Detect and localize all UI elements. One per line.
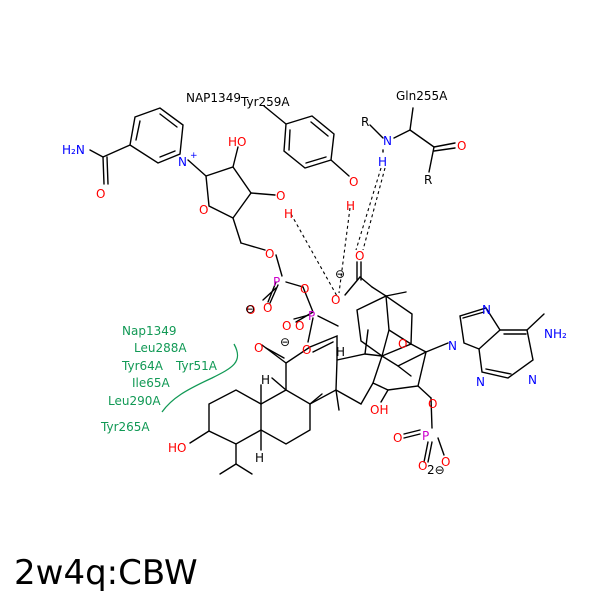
residue-tyr259: Tyr259A — [240, 95, 290, 109]
phosphate-charge: 2⊖ — [427, 463, 445, 477]
residue-ile65: Ile65A — [132, 376, 171, 390]
residue-nap-top: NAP1349 — [186, 91, 241, 105]
adenine-amino-group: NH₂ — [544, 327, 567, 341]
linker-oxygen: O — [265, 247, 274, 261]
carboxylate-charge: ⊖ — [335, 267, 345, 281]
carboxylate-upper-oxygen: O — [355, 249, 364, 263]
steroid-hydrogen-upper: H — [336, 345, 345, 359]
ribose-2-hydrogen: H — [284, 207, 293, 221]
ribose-2-oxygen: O — [276, 189, 285, 203]
residue-tyr64: Tyr64A — [121, 359, 164, 373]
residue-leu290: Leu290A — [108, 394, 161, 408]
steroid-3-hydroxyl: HO — [168, 441, 186, 455]
phosphate-1-anionic-oxygen: O — [246, 303, 255, 317]
ribose-ring-oxygen: O — [199, 203, 208, 217]
steroid-hydrogen-lower: H — [255, 451, 264, 465]
residue-nap-arc: Nap1349 — [122, 324, 177, 338]
steroid-hydrogen-middle: H — [261, 373, 270, 387]
furanose-oxygen: O — [398, 337, 407, 351]
carboxylate-lower-oxygen: O — [331, 293, 340, 307]
residue-labels: NAP1349 Tyr259A Gln255A Nap1349 Leu288A … — [100, 89, 448, 434]
phosphate-1-double-oxygen: O — [263, 301, 272, 315]
phosphorus-2: P — [308, 309, 315, 323]
phosphate-left-oxygen: O — [393, 431, 402, 445]
adenine-n1: N — [528, 373, 537, 387]
structure-caption: 2w4q:CBW — [14, 553, 198, 593]
glutamine-r-group-2: R — [424, 173, 432, 187]
bridging-oxygen: O — [300, 282, 309, 296]
glutamine-nitrogen: N — [383, 134, 392, 148]
adenine-n7: N — [482, 303, 491, 317]
ketone-oxygen: O — [254, 341, 263, 355]
hydrophobic-contact-arc — [161, 343, 239, 413]
phosphate-2-double-oxygen: O — [282, 319, 291, 333]
adenine-n3: N — [476, 375, 485, 389]
atom-labels: H₂N O N + HO O O H O P O O ⊖ O P O O ⊖ O… — [62, 115, 567, 477]
residue-leu288: Leu288A — [134, 341, 187, 355]
phosphate-ester-oxygen: O — [428, 397, 437, 411]
phosphate-right-oxygen: O — [441, 455, 450, 469]
amide-nh2-label: H₂N — [62, 143, 85, 157]
glutamine-r-group-1: R — [361, 115, 369, 129]
tyrosine-oxygen: O — [349, 175, 358, 189]
nicotinamide-plus-charge: + — [190, 151, 198, 161]
glutamine-carbonyl-oxygen: O — [457, 139, 466, 153]
phosphate-phosphorus: P — [422, 429, 429, 443]
glutamine-hydrogen: H — [378, 155, 387, 169]
phosphorus-1: P — [273, 275, 280, 289]
amide-oxygen: O — [96, 187, 105, 201]
phosphate-2-charge: ⊖ — [280, 335, 290, 349]
nicotinamide-nitrogen: N — [178, 155, 187, 169]
residue-tyr51: Tyr51A — [175, 359, 218, 373]
adenine-n9: N — [448, 339, 457, 353]
residue-tyr265: Tyr265A — [100, 420, 150, 434]
bond-skeleton — [89, 105, 545, 475]
residue-gln255: Gln255A — [396, 89, 448, 103]
hydrogen-bonds — [290, 167, 386, 297]
phosphate-2-lower-oxygen: O — [302, 343, 311, 357]
ribose-hydroxyl: HO — [228, 135, 246, 149]
phosphate-1-charge: ⊖ — [245, 302, 255, 316]
steroid-hydroxyl: OH — [370, 403, 388, 417]
tyrosine-hydrogen: H — [346, 199, 355, 213]
phosphate-2-anionic-oxygen: O — [295, 319, 304, 333]
phosphate-bottom-oxygen: O — [418, 459, 427, 473]
